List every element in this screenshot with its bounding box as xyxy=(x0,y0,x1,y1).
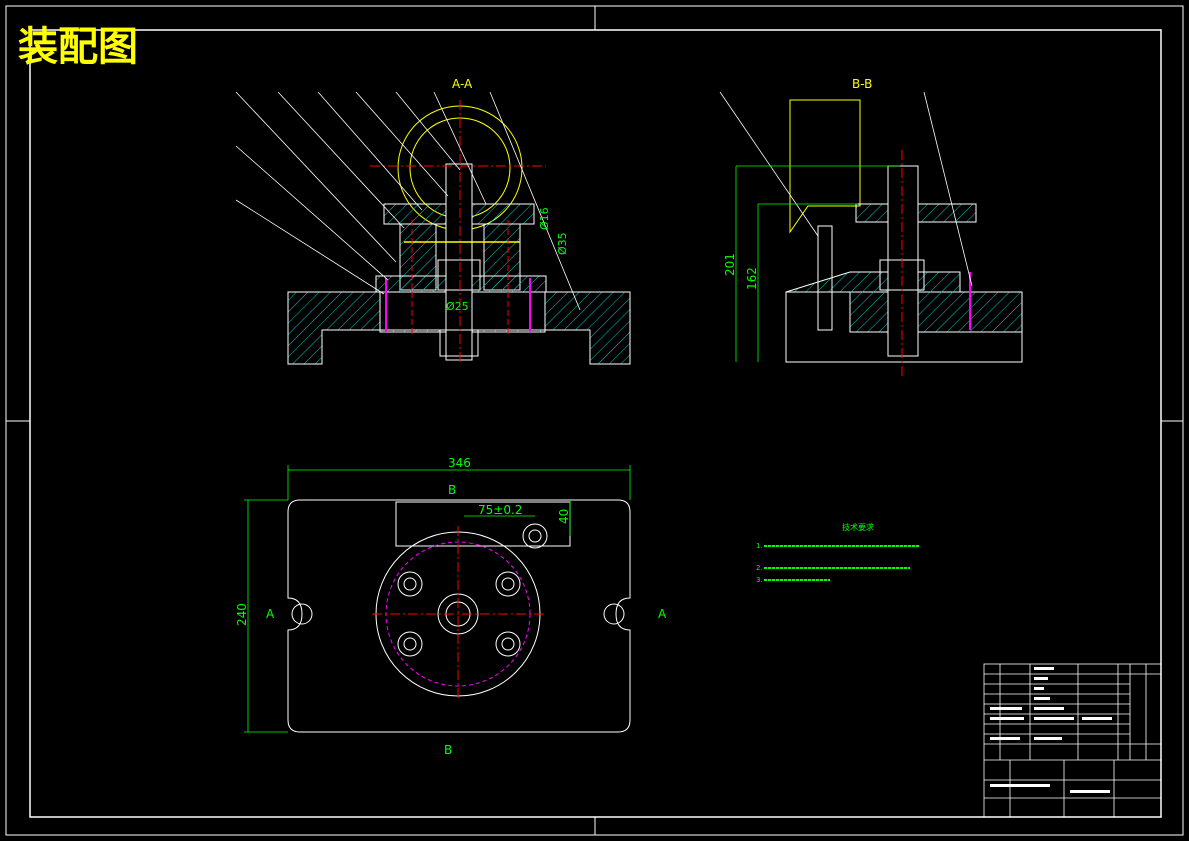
plan-dim-lines xyxy=(244,465,631,733)
bolt-holes xyxy=(291,523,625,657)
tech-req-heading: 技术要求 xyxy=(842,522,874,532)
centering-marks xyxy=(6,6,1183,835)
section-label-aa: A-A xyxy=(452,77,473,91)
section-view-bb: B-B 201 162 xyxy=(719,77,1023,376)
section-view-aa: A-A xyxy=(235,77,631,365)
center-nut xyxy=(437,259,481,291)
dim-162: 162 xyxy=(745,267,759,290)
bb-dim-lines xyxy=(735,165,900,362)
leader-lines-aa xyxy=(235,91,581,311)
base-outline xyxy=(287,499,631,733)
dim-201: 201 xyxy=(723,253,737,276)
fixture-base xyxy=(287,291,631,365)
marker-b-top: B xyxy=(448,483,456,497)
tech-req-line-3: 3. xyxy=(756,576,763,584)
sheet-inner-border xyxy=(29,29,1162,818)
workpiece-outline xyxy=(789,99,861,234)
marker-a-left: A xyxy=(266,607,275,621)
plan-view: 346 240 75±0.2 40 A A B B xyxy=(235,456,667,757)
bb-center-stud xyxy=(887,165,919,357)
dim-240: 240 xyxy=(235,603,249,626)
technical-requirements: 技术要求 1. 2. 3. xyxy=(756,522,920,584)
dim-75: 75±0.2 xyxy=(478,503,522,517)
marker-a-right: A xyxy=(658,607,667,621)
dim-346: 346 xyxy=(448,456,471,470)
title-block xyxy=(983,663,1162,818)
dim-40: 40 xyxy=(557,509,571,524)
center-stud xyxy=(445,163,473,361)
dim-phi16: Ø16 xyxy=(538,207,551,230)
drawing-title: 装配图 xyxy=(18,23,138,70)
section-label-bb: B-B xyxy=(852,77,872,91)
sheet-outer-frame xyxy=(5,5,1184,836)
title-block-text-marks xyxy=(990,667,1112,793)
dim-phi35: Ø35 xyxy=(556,232,569,255)
tech-req-line-1: 1. xyxy=(756,542,763,550)
dim-phi25: Ø25 xyxy=(446,300,469,313)
bottom-nut xyxy=(439,329,479,357)
tech-req-line-2: 2. xyxy=(756,564,763,572)
marker-b-bottom: B xyxy=(444,743,452,757)
bb-pin-block xyxy=(817,225,833,331)
leader-lines-bb xyxy=(719,91,973,287)
